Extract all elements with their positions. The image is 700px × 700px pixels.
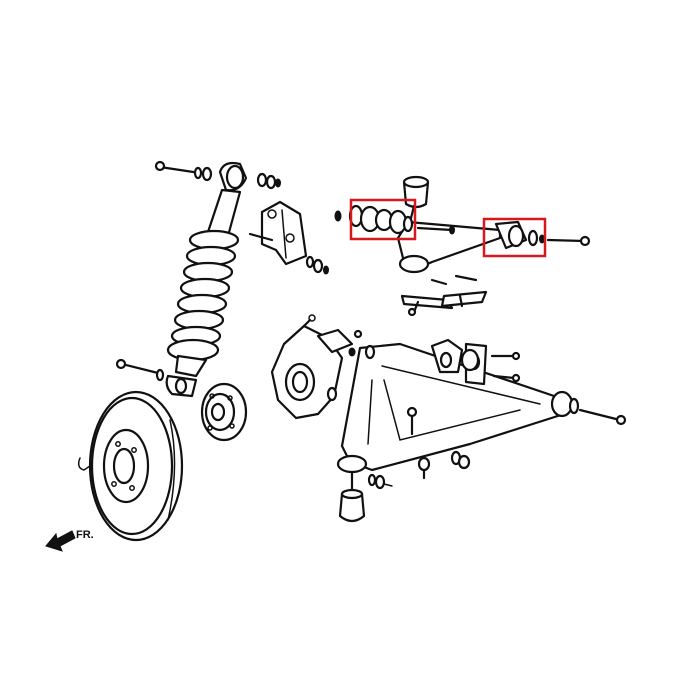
upper-arm-link-hardware [400,274,488,317]
shock-body [206,188,242,238]
highlight-box-front-bushing [349,198,417,241]
wheel-hub [200,382,248,442]
upper-arm-front-bushing [334,204,414,235]
lower-arm-front-bracket [430,338,521,386]
brake-rotor [77,390,184,542]
direction-arrow-icon [45,530,76,552]
shock-lower-body [174,354,208,378]
mount-bracket [248,200,329,275]
shock-top-washers [193,166,281,190]
lower-arm-rear-bushing [550,390,627,426]
lower-control-arm [336,329,627,523]
steering-knuckle [270,314,356,420]
shock-lower-bolt [115,358,165,382]
shock-absorber-assembly [115,160,281,398]
upper-control-arm [334,175,591,317]
highlight-box-rear-bushing [482,217,547,258]
coil-spring [166,229,240,362]
shock-top-bolt [154,160,202,175]
upper-arm-rear-bushing [494,220,545,250]
direction-label: FR. [76,529,94,541]
front-direction-indicator: FR. [45,529,94,552]
lower-arm-fasteners [353,329,471,490]
lower-ball-joint [336,454,368,523]
